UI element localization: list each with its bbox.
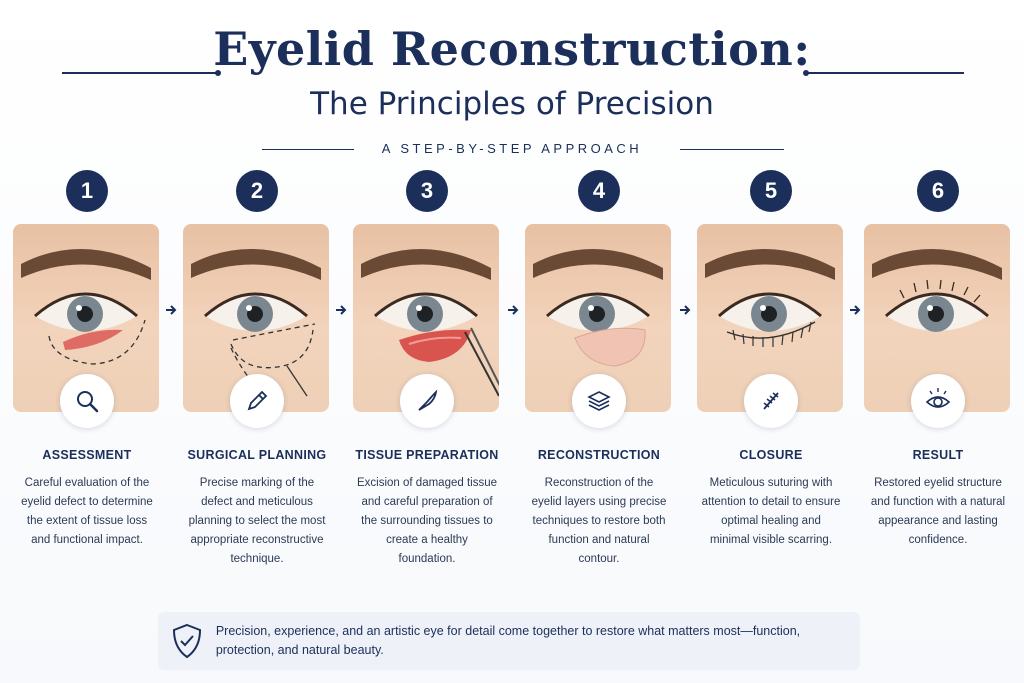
eye-photo-reconstruction — [525, 224, 671, 412]
tagline-rule-right — [680, 149, 784, 150]
scalpel-icon — [418, 389, 438, 411]
step-title: TISSUE PREPARATION — [355, 448, 499, 462]
footer-banner: Precision, experience, and an artistic e… — [158, 612, 860, 670]
tagline-rule-left — [262, 149, 354, 150]
tagline: A STEP-BY-STEP APPROACH — [381, 141, 643, 156]
step-icon-wrap — [572, 374, 626, 428]
footer-text: Precision, experience, and an artistic e… — [215, 624, 801, 657]
step-tissue-preparation: 3 TISSUE PREPARATION Excision of damaged… — [353, 170, 501, 569]
title-rule-left — [62, 70, 221, 76]
arrow-right-icon — [336, 305, 347, 315]
arrow-right-icon — [166, 305, 177, 315]
suture-icon — [763, 392, 779, 410]
page-title: Eyelid Reconstruction: — [213, 22, 811, 76]
step-description: Careful evaluation of the eyelid defect … — [21, 477, 153, 546]
step-description: Reconstruction of the eyelid layers usin… — [531, 477, 667, 565]
step-description: Meticulous suturing with attention to de… — [701, 477, 841, 546]
step-assessment: 1 ASSESSMENT Careful evaluation of the e… — [13, 170, 161, 550]
arrow-right-icon — [508, 305, 519, 315]
step-result: 6 RESULT Restored eyelid structure and f… — [864, 170, 1012, 550]
layers-icon — [587, 391, 611, 411]
step-title: ASSESSMENT — [42, 448, 132, 462]
step-closure: 5 CLOSURE Meticulous suturing with atten… — [697, 170, 845, 550]
page-subtitle: The Principles of Precision — [310, 86, 714, 122]
arrow-right-icon — [680, 305, 691, 315]
step-surgical-planning: 2 SURGICAL PLANNING Precise marking of t… — [183, 170, 331, 569]
step-title: RECONSTRUCTION — [537, 448, 661, 462]
title-rule-right — [803, 70, 964, 76]
step-number: 3 — [406, 170, 448, 212]
pencil-icon — [247, 390, 268, 411]
step-number: 6 — [917, 170, 959, 212]
eye-icon — [925, 388, 951, 408]
shield-check-icon — [172, 623, 201, 659]
step-description: Excision of damaged tissue and careful p… — [357, 477, 497, 565]
step-icon-wrap — [60, 374, 114, 428]
arrow-right-icon — [850, 305, 861, 315]
step-title: CLOSURE — [739, 448, 803, 462]
step-description: Precise marking of the defect and meticu… — [188, 477, 326, 565]
step-icon-wrap — [230, 374, 284, 428]
step-icon-wrap — [911, 374, 965, 428]
step-icon-wrap — [400, 374, 454, 428]
eye-photo-tissue — [353, 224, 499, 412]
magnifier-icon — [77, 391, 99, 413]
step-number: 5 — [750, 170, 792, 212]
step-description: Restored eyelid structure and function w… — [870, 477, 1006, 546]
step-title: SURGICAL PLANNING — [187, 448, 327, 462]
step-number: 1 — [66, 170, 108, 212]
step-number: 2 — [236, 170, 278, 212]
step-icon-wrap — [744, 374, 798, 428]
step-title: RESULT — [912, 448, 964, 462]
step-number: 4 — [578, 170, 620, 212]
step-reconstruction: 4 RECONSTRUCTION Reconstruction of the e… — [525, 170, 673, 569]
